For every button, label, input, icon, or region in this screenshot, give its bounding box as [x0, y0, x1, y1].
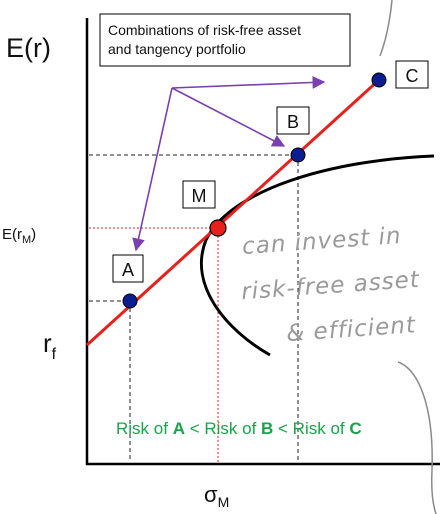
x-axis-title: σM: [204, 482, 229, 510]
point-label-m: M: [192, 186, 207, 206]
erm-label-main: E(r: [2, 226, 22, 243]
x-axis-title-main: σ: [204, 482, 218, 507]
label-box-m: M: [182, 180, 216, 209]
risk-caption-c: C: [349, 419, 361, 438]
risk-caption-lt1: < Risk of: [185, 419, 261, 438]
erm-label-sub: M: [22, 234, 31, 246]
handwritten-mark-top: [379, 0, 393, 57]
erm-label: E(rM): [2, 226, 36, 246]
risk-caption: Risk of A < Risk of B < Risk of C: [116, 419, 362, 438]
y-axis-title: E(r): [6, 33, 51, 63]
legend-line-2: and tangency portfolio: [108, 41, 246, 57]
risk-caption-a: A: [173, 419, 185, 438]
legend-line-1: Combinations of risk-free asset: [108, 22, 301, 38]
handwritten-line-3: & efficient: [285, 312, 416, 347]
point-label-c: C: [406, 66, 419, 86]
point-a: [122, 293, 138, 309]
arrow-to-b: [171, 87, 286, 147]
point-label-a: A: [122, 260, 134, 280]
label-box-c: C: [395, 60, 429, 89]
erm-label-close: ): [31, 226, 36, 243]
rf-label-sub: f: [52, 346, 57, 363]
handwritten-note: can invest in risk-free asset & efficien…: [240, 223, 420, 347]
handwritten-line-1: can invest in: [241, 223, 402, 260]
rf-label: rf: [43, 328, 57, 363]
risk-caption-lt2: < Risk of: [273, 419, 349, 438]
label-box-b: B: [276, 106, 310, 135]
x-axis-title-sub: M: [218, 494, 230, 510]
handwritten-line-2: risk-free asset: [240, 267, 420, 305]
legend-box: Combinations of risk-free asset and tang…: [99, 13, 351, 67]
risk-caption-b: B: [261, 419, 273, 438]
rf-label-main: r: [43, 328, 52, 358]
point-b: [290, 147, 306, 163]
arrow-to-c: [171, 76, 326, 89]
point-c: [371, 72, 387, 88]
arrow-to-a: [132, 87, 173, 252]
handwritten-mark-bottom: [397, 361, 437, 514]
risk-caption-prefix: Risk of: [116, 419, 173, 438]
label-box-a: A: [112, 254, 144, 283]
point-m: [209, 219, 227, 237]
point-label-b: B: [287, 112, 299, 132]
